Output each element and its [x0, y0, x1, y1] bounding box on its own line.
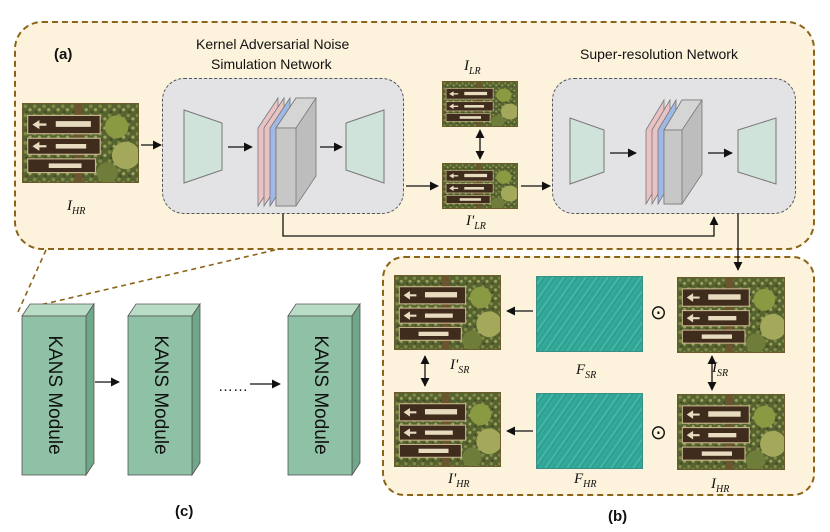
sr-photo [677, 277, 785, 353]
lr-photo [442, 81, 518, 127]
label-i-lr: ILR [464, 58, 481, 77]
odot-icon-top: ⊙ [650, 300, 667, 324]
label-i-sr-prime: I'SR [450, 357, 470, 376]
panel-c-label: (c) [175, 503, 194, 520]
label-i-hr-prime: I'HR [448, 471, 470, 490]
f-sr-map [536, 276, 643, 352]
modules-ellipsis: …… [218, 378, 248, 395]
lr-prime-photo [442, 163, 518, 209]
kernel-layers-icon [257, 96, 317, 208]
label-i-hr-b: IHR [711, 476, 730, 495]
label-i-lr-prime: I'LR [466, 213, 486, 232]
module-block-icon-1 [21, 302, 95, 477]
sr-layers-icon [645, 98, 703, 206]
zoom-line-right [39, 249, 276, 306]
panel-b-label: (b) [608, 508, 628, 525]
module-block-icon-3 [287, 302, 361, 477]
panel-a-label: (a) [54, 46, 73, 63]
module-label-1: KANS Module [44, 335, 65, 454]
label-i-hr: IHR [67, 198, 86, 217]
input-hr-photo [22, 103, 139, 183]
module-label-3: KANS Module [310, 335, 331, 454]
kernel-decoder-icon [345, 109, 385, 184]
f-hr-map [536, 393, 643, 469]
kernel-network-title: Kernel Adversarial Noise [196, 36, 350, 52]
hr-prime-photo [394, 392, 501, 467]
sr-decoder-icon [737, 117, 777, 185]
label-f-hr: FHR [574, 471, 597, 490]
zoom-line-left [17, 249, 47, 313]
odot-icon-bottom: ⊙ [650, 420, 667, 444]
module-label-2: KANS Module [150, 335, 171, 454]
kernel-encoder-icon [183, 109, 223, 184]
kernel-network-title-line2: Simulation Network [211, 56, 332, 72]
sr-encoder-icon [569, 117, 605, 185]
label-f-sr: FSR [576, 362, 597, 381]
sr-prime-photo [394, 275, 501, 350]
module-block-icon-2 [127, 302, 201, 477]
sr-network-title: Super-resolution Network [580, 46, 738, 62]
hr-photo [677, 394, 785, 470]
